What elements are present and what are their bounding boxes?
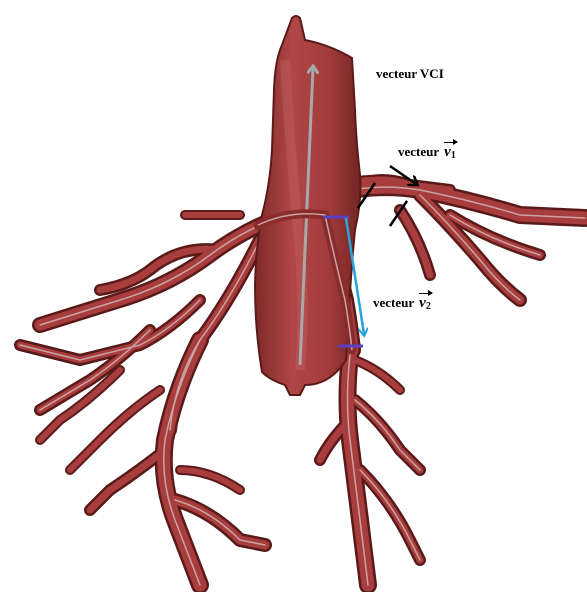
vci-label-text: vecteur VCI [376,66,444,81]
v2-symbol-letter: v [419,295,426,311]
v1-symbol-letter: v [444,144,451,160]
v2-label-prefix: vecteur [373,295,414,310]
v2-vector-symbol: v2 [419,296,431,312]
v1-label-prefix: vecteur [398,144,439,159]
v2-symbol-subscript: 2 [426,301,431,312]
v1-symbol-subscript: 1 [451,150,456,161]
v1-vector-label: vecteur v1 [398,145,456,161]
v1-vector-symbol: v1 [444,145,456,161]
vci-vector-label: vecteur VCI [376,67,444,80]
v2-vector-label: vecteur v2 [373,296,431,312]
vector-arrow-icon [419,293,432,296]
vector-arrow-icon [444,142,457,145]
